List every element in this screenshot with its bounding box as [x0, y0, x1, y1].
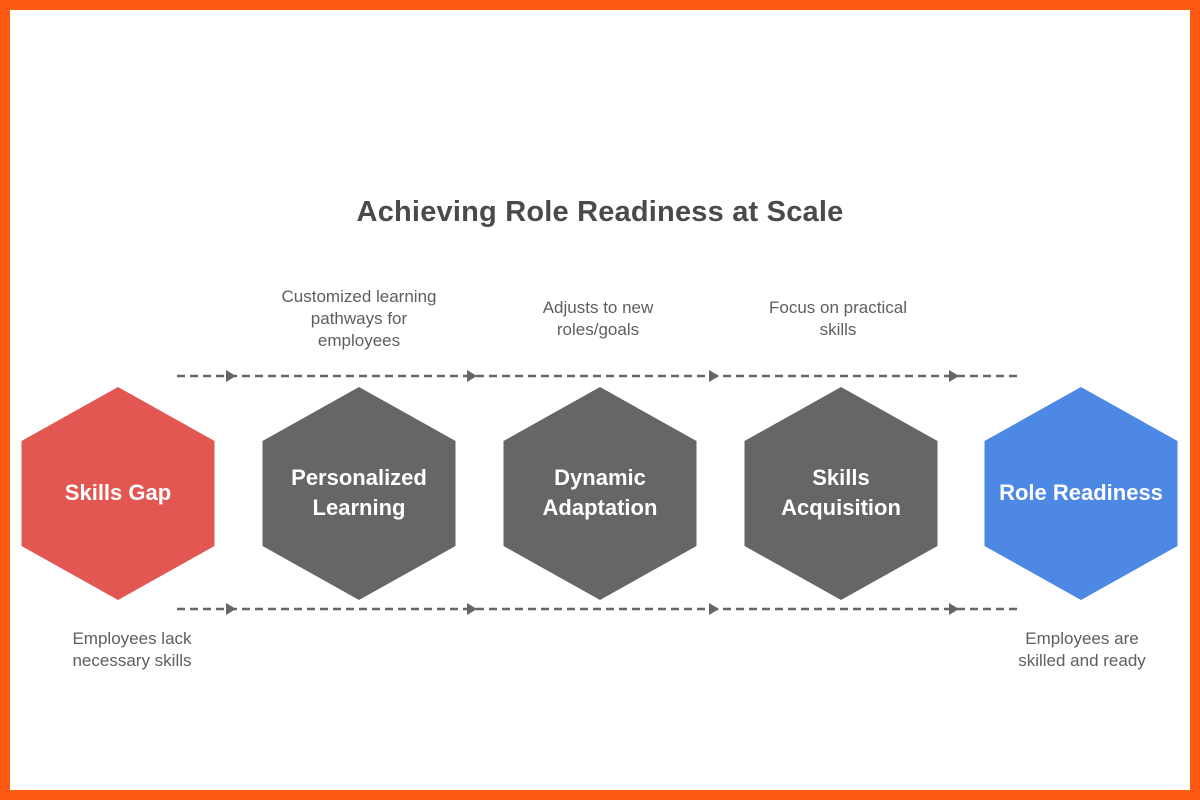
hexagon-skills-gap: [21, 387, 215, 600]
diagram-title: Achieving Role Readiness at Scale: [356, 196, 844, 228]
arrow-icon: [949, 603, 959, 615]
note-skills-acquisition: Focus on practical skills: [769, 298, 907, 339]
bottom-connector: [177, 603, 1022, 615]
arrow-icon: [226, 603, 236, 615]
hexagon-skills-acquisition: [744, 387, 938, 600]
hexagon-role-readiness: [984, 387, 1178, 600]
top-connector: [177, 370, 1022, 382]
arrow-icon: [709, 370, 719, 382]
arrow-icon: [709, 603, 719, 615]
arrow-icon: [467, 603, 477, 615]
arrow-icon: [467, 370, 477, 382]
stage-label-role-readiness: Role Readiness: [999, 480, 1163, 505]
stage-label-skills-acquisition: Skills Acquisition: [781, 465, 901, 520]
note-skills-gap: Employees lack necessary skills: [72, 629, 192, 670]
stage-label-skills-gap: Skills Gap: [64, 480, 172, 505]
hexagon-dynamic-adaptation: [503, 387, 697, 600]
stage-label-personalized-learning: Personalized Learning: [291, 465, 427, 520]
note-role-readiness: Employees are skilled and ready: [1018, 629, 1146, 670]
arrow-icon: [949, 370, 959, 382]
note-personalized-learning: Customized learning pathways for employe…: [281, 287, 437, 350]
note-dynamic-adaptation: Adjusts to new roles/goals: [542, 298, 654, 339]
arrow-icon: [226, 370, 236, 382]
stage-label-dynamic-adaptation: Dynamic Adaptation: [542, 465, 658, 520]
hexagon-personalized-learning: [262, 387, 456, 600]
